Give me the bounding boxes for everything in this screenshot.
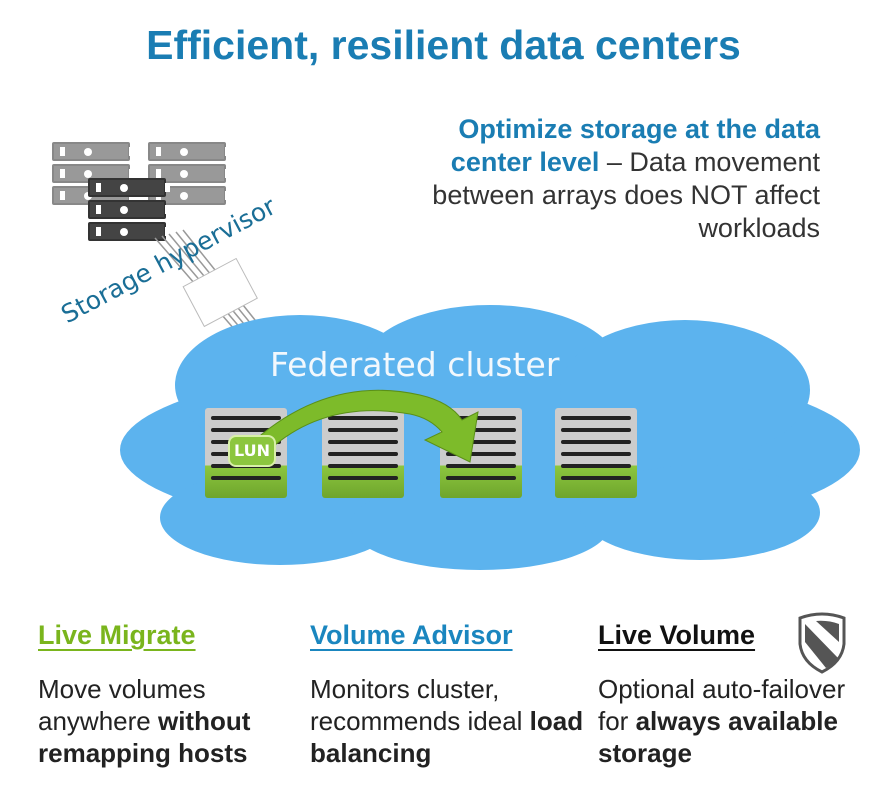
feature-live-volume: Live Volume Optional auto-failover for a… [598, 620, 848, 769]
feature-text-bold: load balancing [310, 706, 584, 768]
feature-title: Live Volume [598, 620, 756, 650]
feature-text-plain: Optional auto-failover for [598, 674, 846, 736]
feature-volume-advisor: Volume Advisor Monitors cluster, recomme… [310, 620, 590, 769]
feature-title: Live Migrate [38, 620, 196, 650]
feature-text-plain: Move volumes anywhere [38, 674, 206, 736]
feature-text: Move volumes anywhere without remapping … [38, 673, 318, 769]
description-highlight: Optimize storage at the data center leve… [450, 114, 820, 177]
description: Optimize storage at the data center leve… [425, 113, 820, 245]
lun-icon: LUN [228, 435, 276, 467]
storage-array-icon [555, 408, 637, 498]
feature-text: Monitors cluster, recommends ideal load … [310, 673, 590, 769]
feature-text-bold: always available storage [598, 706, 838, 768]
shield-icon [798, 612, 846, 674]
feature-live-migrate: Live Migrate Move volumes anywhere witho… [38, 620, 318, 769]
feature-title: Volume Advisor [310, 620, 513, 650]
feature-text-plain: Monitors cluster, recommends ideal [310, 674, 530, 736]
slide-title: Efficient, resilient data centers [146, 22, 741, 68]
storage-array-icon [322, 408, 404, 498]
feature-text: Optional auto-failover for always availa… [598, 673, 848, 769]
federated-cluster-label: Federated cluster [270, 345, 560, 384]
feature-text-bold: without remapping hosts [38, 706, 251, 768]
description-text: – Data movement between arrays does NOT … [432, 147, 820, 243]
